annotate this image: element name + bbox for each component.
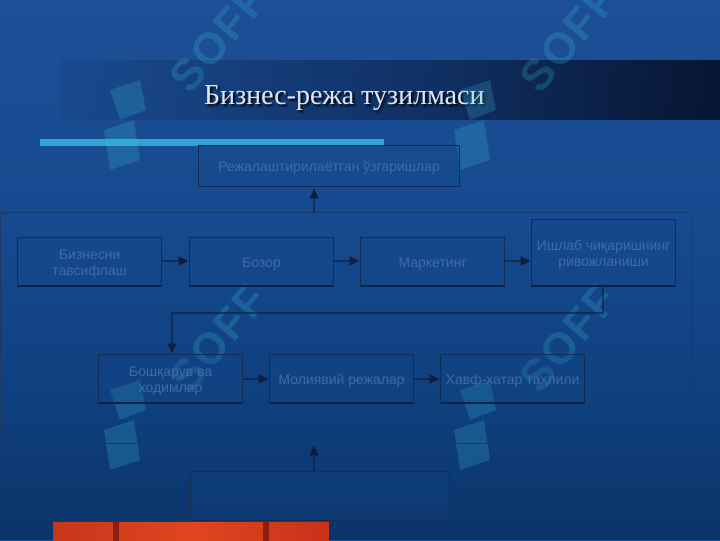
row1-box-4: Ишлаб чиқаришнинг ривожланиши [531, 219, 676, 287]
row2-box-3: Хавф-хатар таҳлили [440, 354, 585, 404]
planned-changes-box: Режалаштирилаётган ўзгаришлар [198, 145, 460, 187]
title-underline-bar [40, 139, 384, 146]
row2-box-2: Молиявий режалар [269, 354, 414, 404]
row1-box-3: Маркетинг [360, 237, 505, 287]
title-band [60, 60, 720, 120]
row1-box-2: Бозор [189, 237, 334, 287]
diagram-frame [0, 212, 692, 444]
slide-title: Бизнес-режа тузилмаси [204, 80, 485, 111]
row2-box-1: Бошқарув ва ходимлар [98, 354, 243, 404]
red-footer-block [53, 521, 329, 541]
row1-box-1: Бизнесни тавсифлаш [17, 237, 162, 287]
bottom-box [190, 471, 450, 521]
